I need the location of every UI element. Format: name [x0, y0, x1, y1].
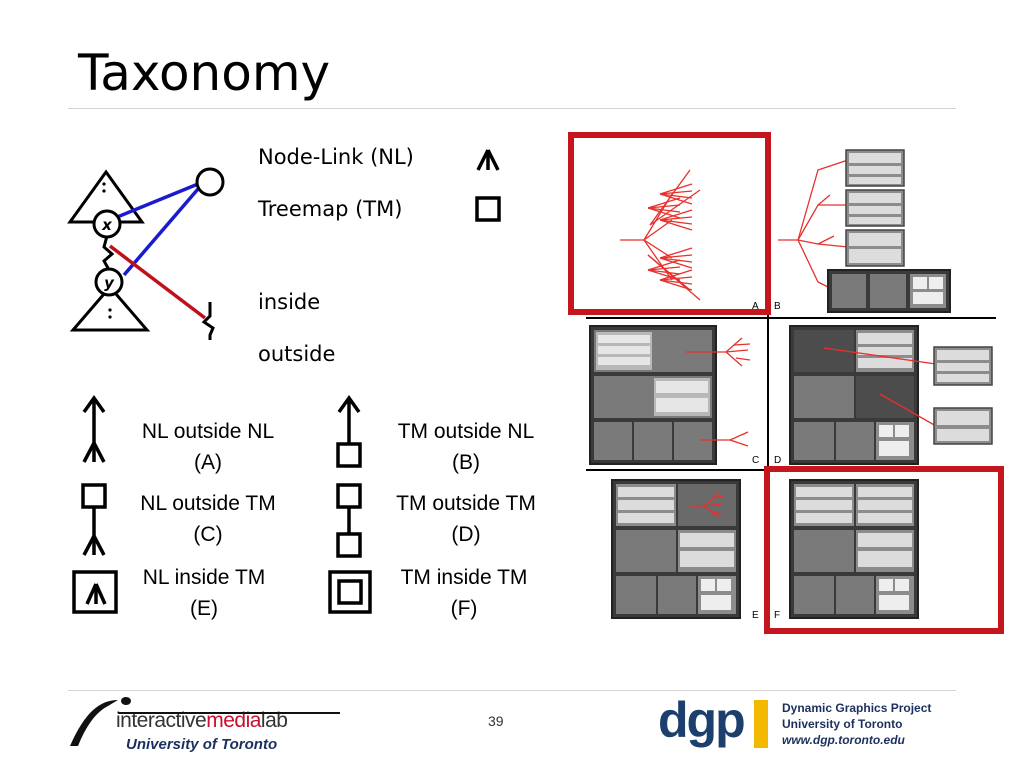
tree-branch-edge: [649, 189, 701, 226]
combo-d-code: (D): [451, 523, 481, 546]
combo-label-e: NL inside TM (E): [114, 562, 294, 624]
dgp-gold-bar: [754, 700, 768, 748]
combo-label-c: NL outside TM (C): [118, 488, 298, 550]
nl-inside-tm-icon: [72, 570, 118, 614]
quadrant-letter-b: B: [774, 301, 781, 312]
page-number: 39: [488, 713, 504, 729]
schematic-diagram: x y: [67, 167, 225, 340]
tree-leaf-edge: [659, 269, 693, 281]
node-y: [94, 267, 124, 297]
lab-underline: [118, 712, 340, 714]
quadrant-letter-d: D: [774, 455, 781, 466]
combo-f-code: (F): [450, 597, 478, 620]
lab-wordmark-part2: media: [206, 709, 261, 732]
dgp-url-link[interactable]: www.dgp.toronto.edu: [782, 733, 905, 747]
tree-leaf-edge: [659, 279, 693, 285]
lab-wordmark: interactivemedialab: [116, 709, 288, 733]
combo-label-f: TM inside TM (F): [374, 562, 554, 624]
combo-a-title: NL outside NL: [141, 420, 275, 443]
tm-outside-tm-icon: [336, 483, 362, 558]
tree-leaf-edge: [659, 190, 693, 195]
tree-leaf-edge: [659, 254, 693, 259]
tree-leaf-edge: [659, 247, 693, 259]
blue-link-x: [109, 182, 199, 222]
combo-e-title: NL inside TM: [142, 566, 266, 589]
quadrant-letter-f: F: [774, 610, 780, 621]
quadrant-e-treemap: [611, 479, 741, 619]
node-link-icon: [476, 149, 500, 171]
tree-leaf-edge: [647, 269, 681, 275]
lab-wordmark-part3: lab: [260, 709, 288, 732]
slide-title: Taxonomy: [78, 44, 331, 102]
interactive-media-lab-logo: [70, 697, 131, 746]
treemap-square-icon: [475, 196, 501, 222]
quadrant-a-tree: [620, 169, 701, 301]
legend-outside-label: outside: [258, 342, 336, 366]
zigzag-target-icon: [201, 302, 215, 340]
combo-d-title: TM outside TM: [396, 492, 536, 515]
nl-outside-nl-icon: [82, 394, 106, 463]
lab-university-label: University of Toronto: [126, 736, 278, 753]
quadrant-letter-a: A: [752, 301, 759, 312]
tree-leaf-edge: [659, 219, 693, 225]
zigzag-connector: [102, 235, 115, 269]
combo-c-title: NL outside TM: [140, 492, 276, 515]
quadrant-b-treemaps: [827, 149, 951, 313]
combo-b-code: (B): [452, 451, 480, 474]
tree-leaf-edge: [647, 207, 681, 213]
tree-leaf-edge: [647, 207, 681, 219]
tree-branch-edge: [647, 254, 691, 291]
combo-label-b: TM outside NL (B): [376, 416, 556, 478]
dgp-wordmark: dgp: [658, 692, 746, 748]
dgp-university: University of Toronto: [782, 717, 903, 731]
tree-leaf-edge: [647, 197, 681, 209]
dgp-name: Dynamic Graphics Project: [782, 701, 932, 715]
quadrant-letter-c: C: [752, 455, 759, 466]
tree-leaf-edge: [647, 259, 681, 271]
tree-branch-edge: [649, 169, 691, 226]
node-y-label: y: [104, 274, 115, 292]
quadrant-f-treemap: [789, 479, 919, 619]
quadrant-d-treemap: [789, 325, 993, 465]
legend-inside-label: inside: [258, 290, 321, 314]
legend-treemap-label: Treemap (TM): [258, 197, 403, 221]
tree-leaf-edge: [659, 219, 693, 231]
title-divider: [68, 108, 956, 109]
dgp-info: Dynamic Graphics Project University of T…: [782, 700, 931, 748]
combo-label-a: NL outside NL (A): [118, 416, 298, 478]
highlight-frame-a: [568, 132, 771, 315]
quadrant-letter-e: E: [752, 610, 759, 621]
quadrant-b-tree: [778, 159, 849, 289]
combo-f-title: TM inside TM: [400, 566, 528, 589]
highlight-frame-f: [764, 466, 1004, 634]
tree-leaf-edge: [659, 257, 693, 263]
tree-leaf-edge: [659, 193, 693, 199]
node-x: [92, 209, 122, 239]
nl-outside-tm-icon: [81, 483, 107, 556]
legend-node-link-label: Node-Link (NL): [258, 145, 414, 169]
combo-b-title: TM outside NL: [397, 420, 535, 443]
target-node: [195, 167, 225, 197]
tree-leaf-edge: [659, 209, 693, 221]
dgp-logo: [754, 700, 768, 748]
tree-leaf-edge: [659, 216, 693, 221]
tm-inside-tm-icon: [328, 570, 372, 614]
node-x-label: x: [101, 216, 113, 234]
red-link: [108, 244, 207, 320]
combo-label-d: TM outside TM (D): [376, 488, 556, 550]
tm-outside-nl-icon: [336, 394, 362, 468]
footer-divider: [68, 690, 956, 691]
tree-leaf-edge: [659, 257, 693, 269]
blue-link-y: [122, 187, 200, 277]
hybrid-visualization-panel: A B C D E F: [568, 132, 1004, 634]
combo-a-code: (A): [194, 451, 222, 474]
combo-c-code: (C): [193, 523, 223, 546]
quadrant-c-treemap: [589, 325, 751, 465]
lab-wordmark-part1: interactive: [116, 709, 207, 732]
combo-e-code: (E): [190, 597, 218, 620]
